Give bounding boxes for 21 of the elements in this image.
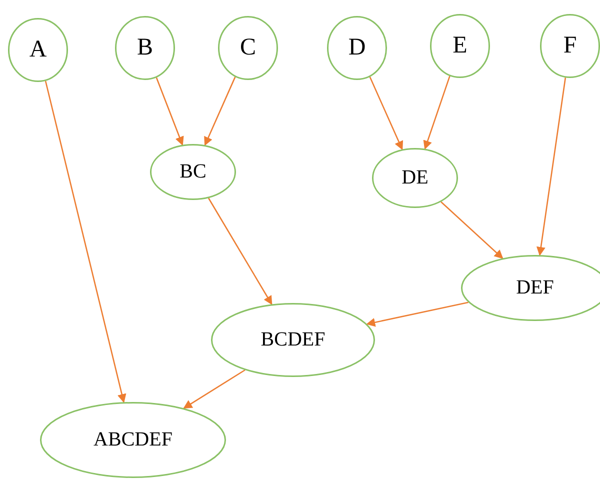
arrow <box>208 198 272 306</box>
node-label: E <box>452 32 468 60</box>
node-label: DEF <box>515 276 555 300</box>
arrow <box>44 80 126 404</box>
arrow <box>440 201 504 259</box>
node-label: C <box>238 34 257 62</box>
node-label: B <box>136 34 154 62</box>
node-label: BCDEF <box>260 328 326 352</box>
arrow <box>369 76 404 150</box>
node-label: BC <box>178 160 208 184</box>
arrow <box>366 302 468 327</box>
arrow <box>423 76 450 150</box>
arrow <box>183 369 246 409</box>
node-label: D <box>347 34 367 62</box>
arrow <box>156 77 184 146</box>
node-label: A <box>28 36 48 64</box>
node-label: ABCDEF <box>92 428 174 452</box>
node-label: DE <box>400 166 430 190</box>
node-label: F <box>562 32 578 60</box>
arrow <box>536 78 566 256</box>
arrow <box>204 76 236 146</box>
